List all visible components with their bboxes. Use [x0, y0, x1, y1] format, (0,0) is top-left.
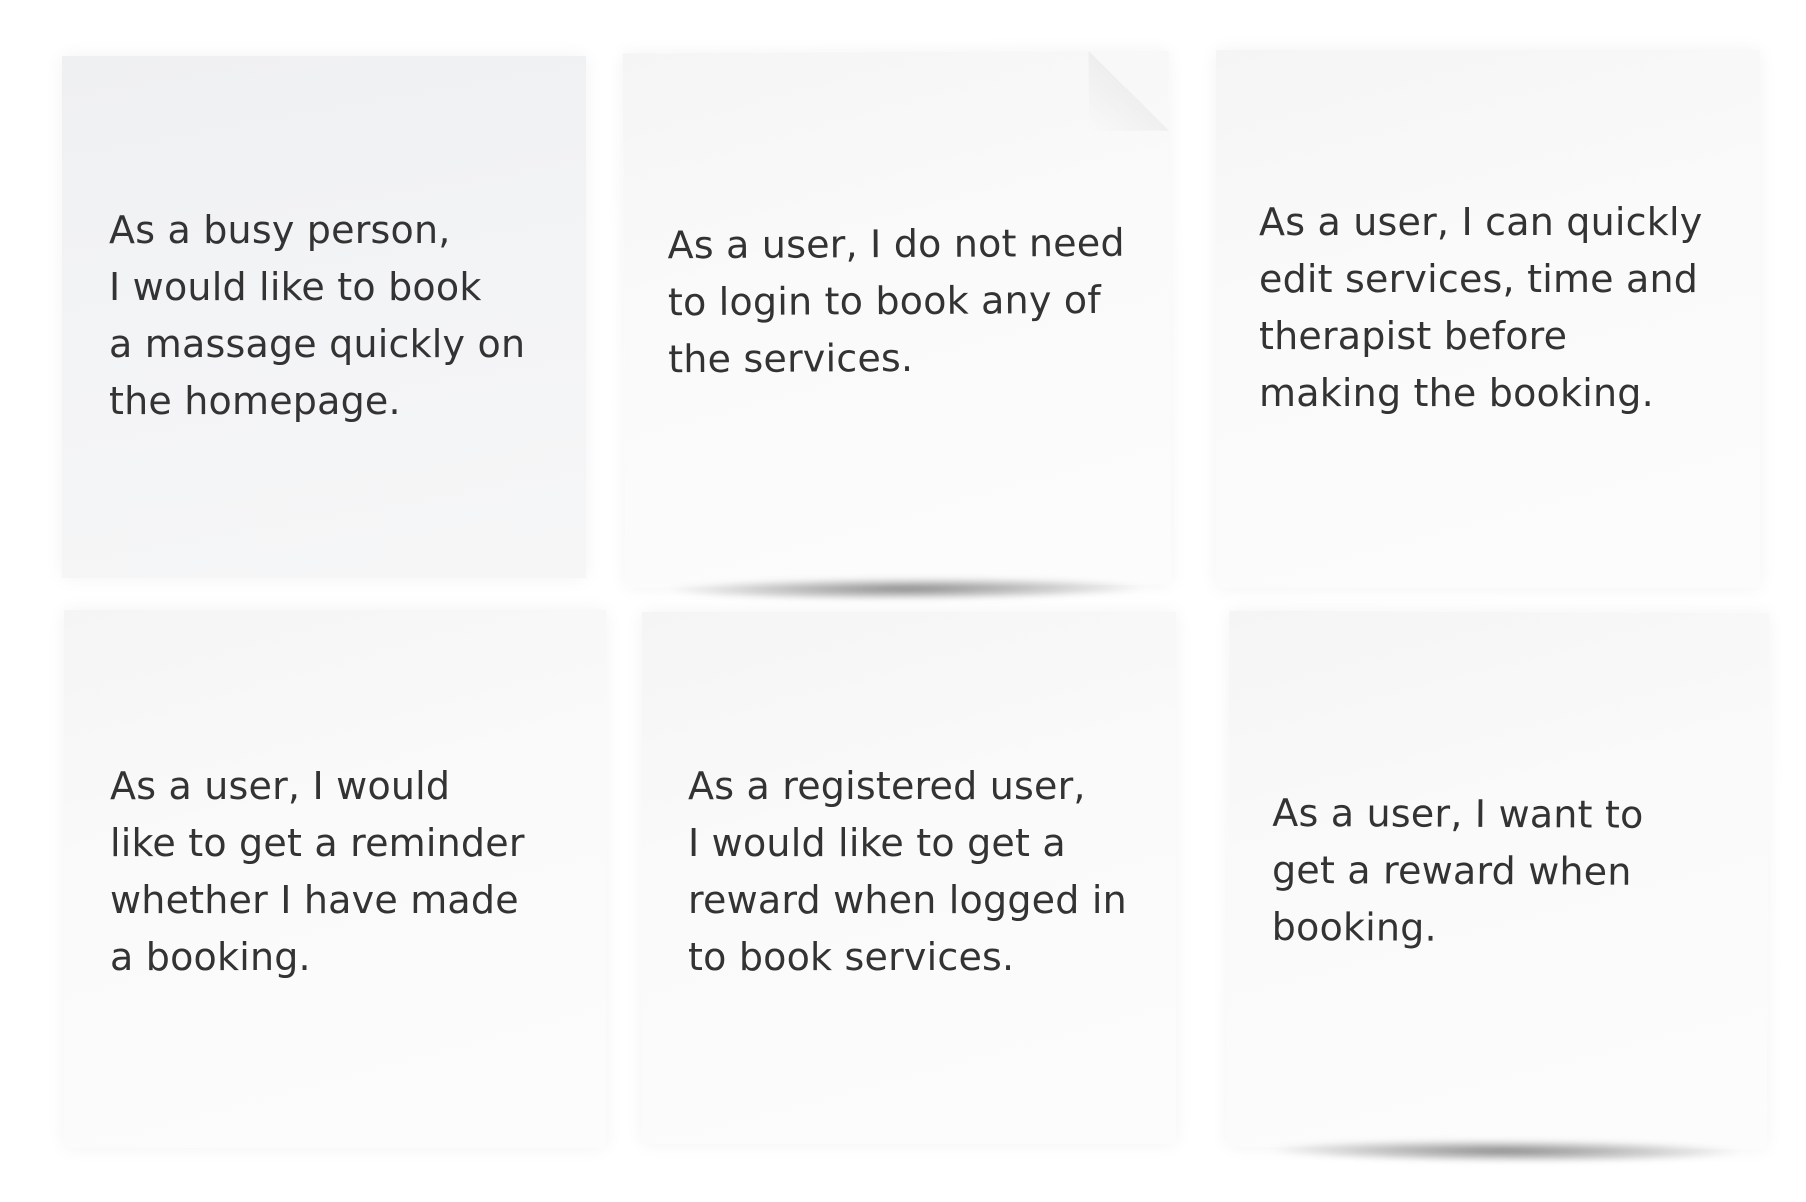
sticky-note-6-text: As a user, I want to get a reward when b… [1271, 790, 1644, 950]
note-corner-fold [1088, 50, 1170, 131]
sticky-note-4-text: As a user, I would like to get a reminde… [110, 764, 525, 979]
sticky-note-3-text: As a user, I can quickly edit services, … [1259, 200, 1703, 415]
sticky-note-2: As a user, I do not need to login to boo… [622, 50, 1172, 588]
sticky-note-2-text: As a user, I do not need to login to boo… [667, 220, 1125, 382]
sticky-note-5-text: As a registered user, I would like to ge… [688, 764, 1127, 979]
sticky-note-4: As a user, I would like to get a reminde… [64, 610, 606, 1148]
sticky-note-6: As a user, I want to get a reward when b… [1226, 610, 1770, 1150]
sticky-note-3: As a user, I can quickly edit services, … [1216, 50, 1760, 588]
sticky-note-5: As a registered user, I would like to ge… [642, 612, 1176, 1144]
sticky-note-1: As a busy person, I would like to book a… [62, 56, 586, 578]
sticky-note-1-text: As a busy person, I would like to book a… [109, 208, 526, 423]
